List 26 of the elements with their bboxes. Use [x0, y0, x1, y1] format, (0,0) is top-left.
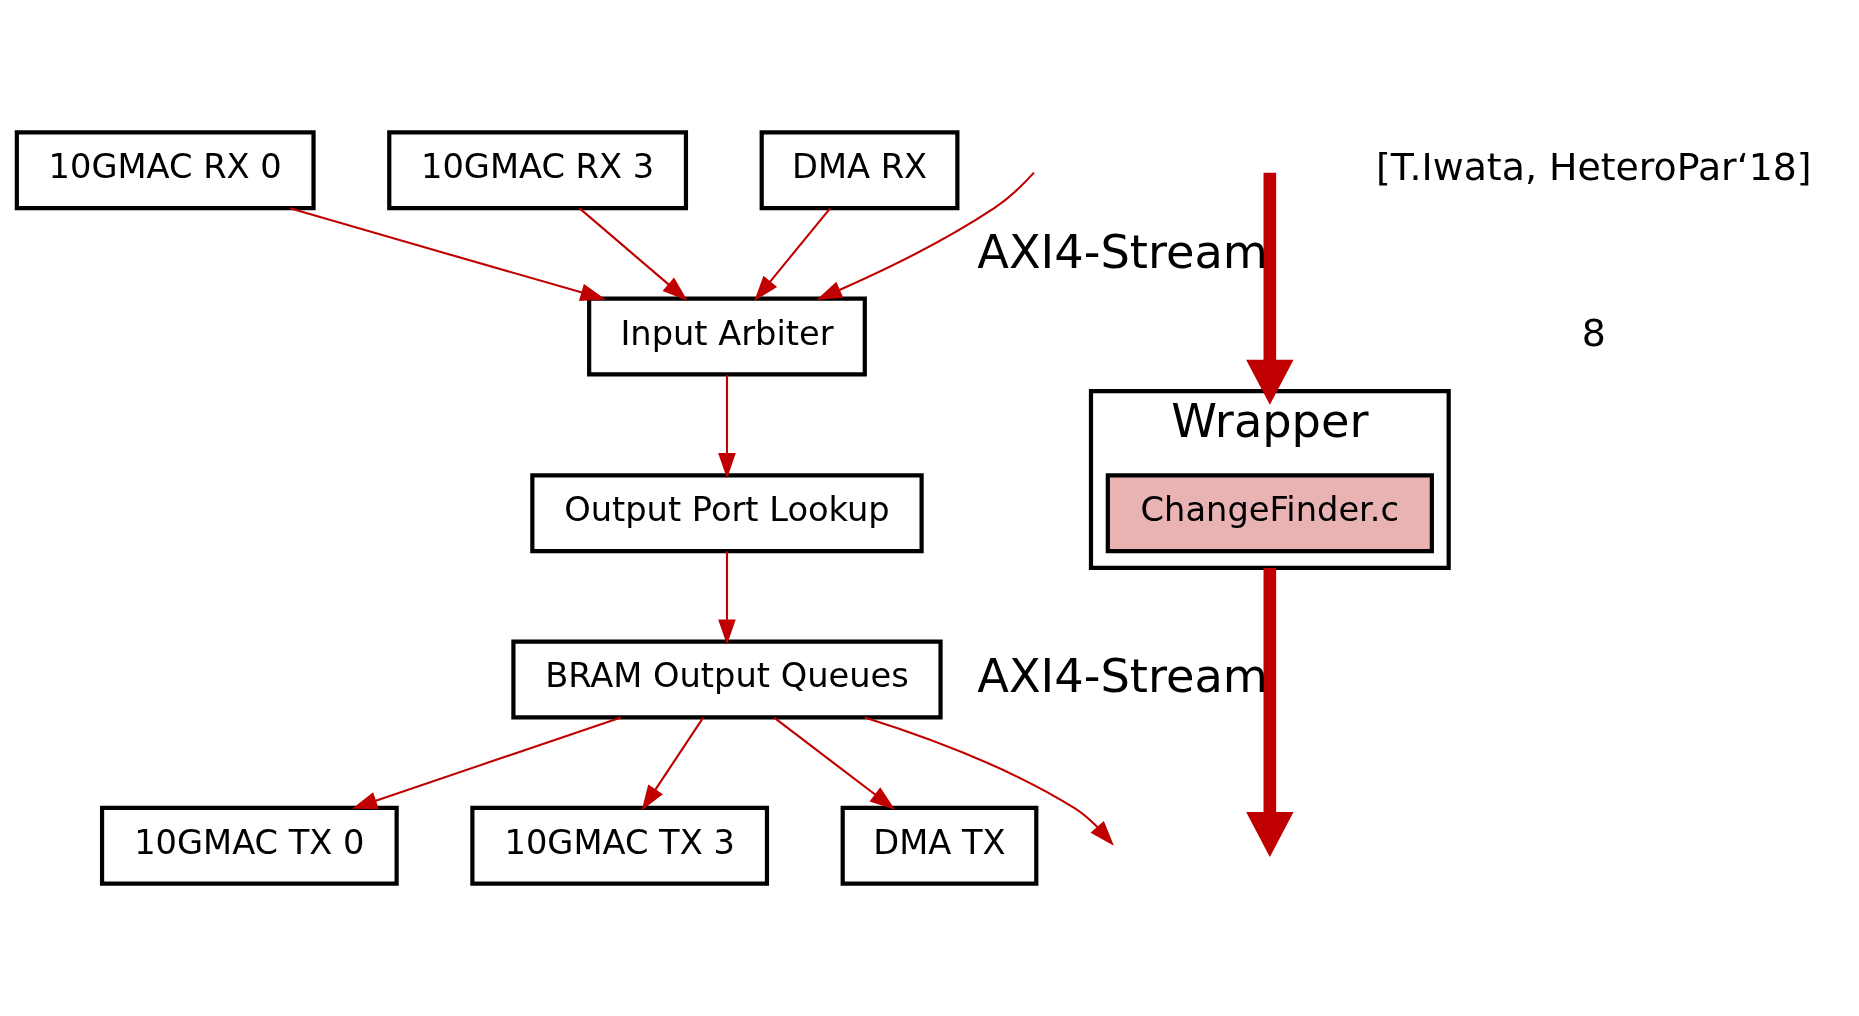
label: [T.Iwata, HeteroPar‘18]: [1376, 144, 1812, 189]
edge-label: AXI4-Stream: [977, 225, 1268, 280]
node-box: 10GMAC RX 3: [387, 130, 689, 211]
node-box: DMA RX: [759, 130, 960, 211]
node-box: BRAM Output Queues: [511, 639, 943, 720]
arrow: [816, 171, 1035, 300]
node-box: Output Port Lookup: [530, 473, 924, 554]
edge-label: AXI4-Stream: [977, 648, 1268, 703]
node-box: ChangeFinder.c: [1105, 473, 1434, 554]
arrow: [1246, 567, 1294, 858]
node-box: 10GMAC RX 0: [14, 130, 316, 211]
node-box: 10GMAC TX 0: [99, 805, 399, 886]
node-box: Input Arbiter: [587, 296, 867, 377]
arrow: [578, 207, 688, 301]
arrow: [1246, 172, 1294, 405]
arrow: [641, 716, 705, 811]
arrow: [718, 375, 736, 479]
label: 8: [1581, 310, 1606, 355]
node-box: 10GMAC TX 3: [470, 805, 770, 886]
arrow: [352, 716, 622, 810]
arrow: [864, 716, 1114, 846]
arrow: [718, 551, 736, 645]
arrow: [754, 207, 831, 302]
arrow: [773, 716, 895, 810]
node-box: DMA TX: [840, 805, 1039, 886]
arrow: [289, 207, 606, 301]
